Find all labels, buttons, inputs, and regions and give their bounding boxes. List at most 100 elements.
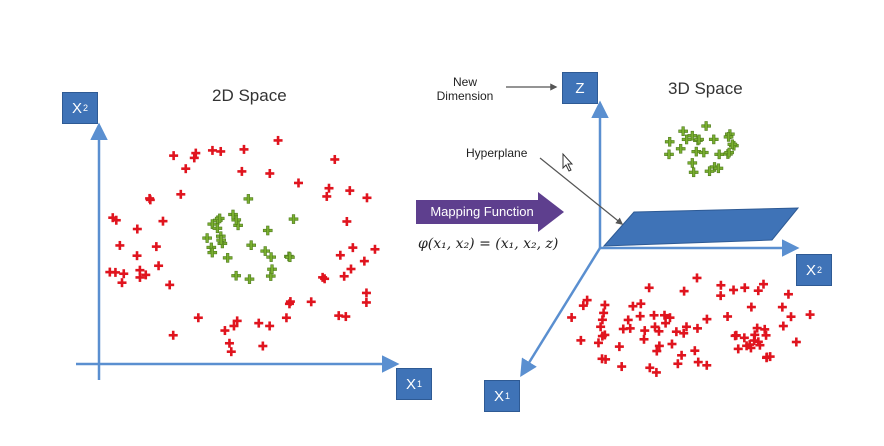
- green-point: [724, 147, 734, 158]
- red-point: [239, 144, 249, 154]
- red-point: [193, 313, 203, 323]
- mapping-arrow-shape: [416, 192, 564, 232]
- new-dimension-line2: Dimension: [436, 89, 494, 103]
- right-x1-axis-letter: X: [493, 387, 504, 405]
- red-point: [597, 315, 607, 325]
- right-z-axis-letter: Z: [575, 79, 585, 97]
- red-point: [362, 193, 372, 203]
- red-point: [119, 269, 129, 279]
- red-point: [361, 288, 371, 298]
- red-point: [693, 357, 703, 367]
- red-point: [335, 250, 345, 260]
- red-point: [777, 302, 787, 312]
- left-x-axis-subscript: 1: [417, 379, 423, 389]
- red-point: [614, 342, 624, 352]
- hyperplane-shape: [602, 207, 800, 247]
- red-point: [723, 312, 733, 322]
- red-point: [729, 285, 739, 295]
- red-point: [746, 302, 756, 312]
- red-point: [679, 286, 689, 296]
- red-point: [339, 271, 349, 281]
- red-point: [665, 313, 675, 323]
- red-point: [628, 301, 638, 311]
- red-point: [361, 297, 371, 307]
- red-point: [169, 151, 179, 161]
- green-point: [714, 149, 725, 160]
- red-point: [617, 362, 627, 372]
- red-point: [258, 341, 268, 351]
- red-point: [600, 300, 610, 310]
- green-point: [727, 139, 738, 150]
- red-point: [716, 280, 726, 290]
- red-point: [755, 340, 765, 350]
- green-point: [687, 158, 698, 168]
- red-point: [165, 280, 175, 290]
- green-point: [694, 134, 704, 145]
- red-point: [207, 145, 217, 155]
- red-point: [716, 291, 726, 301]
- red-point: [733, 344, 743, 354]
- red-point: [318, 272, 328, 282]
- red-point: [625, 323, 635, 333]
- red-point: [750, 330, 760, 340]
- red-point: [677, 350, 687, 360]
- red-point: [567, 312, 577, 322]
- red-point: [576, 335, 586, 345]
- red-point: [618, 324, 628, 334]
- red-point: [346, 264, 356, 274]
- red-point: [786, 312, 796, 322]
- red-point: [673, 359, 683, 369]
- red-point: [306, 297, 316, 307]
- red-point: [105, 267, 115, 277]
- red-point: [176, 189, 186, 199]
- green-point: [246, 240, 257, 251]
- red-point: [117, 278, 127, 288]
- red-point: [639, 334, 649, 344]
- red-point: [154, 261, 164, 271]
- mapping-formula: φ(x₁, x₂) = (x₁, x₂, z): [418, 236, 559, 252]
- red-point: [740, 283, 750, 293]
- green-point: [244, 274, 255, 284]
- right-panel-title: 3D Space: [668, 79, 743, 98]
- right-x2-axis-subscript: 2: [817, 265, 823, 275]
- green-point: [688, 167, 699, 178]
- red-point: [623, 315, 633, 325]
- red-point: [692, 323, 702, 333]
- red-point: [601, 354, 611, 364]
- red-point: [359, 256, 369, 266]
- green-point: [243, 194, 254, 204]
- green-point: [214, 213, 225, 224]
- green-point: [260, 246, 271, 256]
- red-point: [778, 321, 788, 331]
- right-x1-axis-subscript: 1: [505, 391, 511, 401]
- red-point: [679, 328, 689, 338]
- green-point: [216, 235, 226, 245]
- red-point: [111, 215, 121, 225]
- red-point: [783, 289, 793, 299]
- green-point: [202, 233, 212, 243]
- green-point: [285, 252, 295, 263]
- red-point: [692, 273, 702, 283]
- green-point: [288, 214, 299, 224]
- red-point: [671, 327, 681, 337]
- red-point: [281, 313, 291, 323]
- red-point: [752, 323, 762, 333]
- red-point: [151, 242, 161, 252]
- red-point: [232, 316, 242, 326]
- red-point: [753, 337, 763, 347]
- red-point: [731, 330, 741, 340]
- red-point: [229, 321, 239, 331]
- red-point: [168, 330, 178, 340]
- red-point: [650, 322, 660, 332]
- green-point: [231, 270, 241, 281]
- red-point: [667, 339, 677, 349]
- red-point: [145, 193, 155, 203]
- green-point: [698, 147, 709, 158]
- red-point: [226, 347, 236, 357]
- left-x-axis-letter: X: [405, 375, 416, 393]
- green-point: [664, 136, 675, 147]
